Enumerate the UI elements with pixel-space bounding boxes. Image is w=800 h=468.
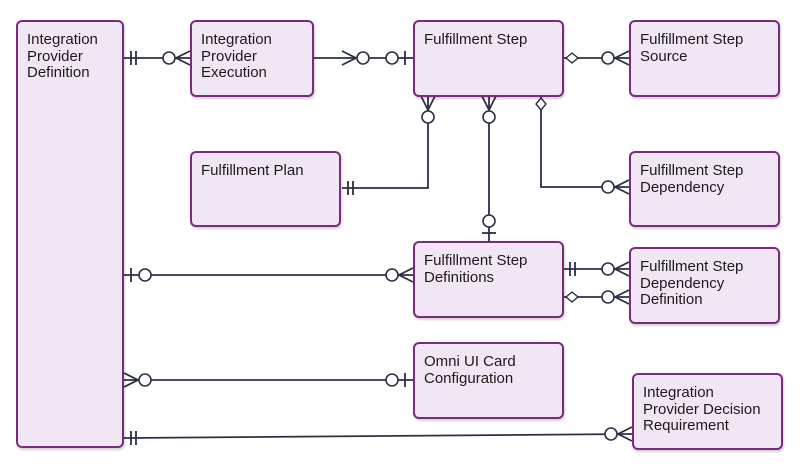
entity-label: Integration Provider Execution [201,31,272,81]
rel-fs-fsdefs [481,95,497,241]
rel-fs-fsdep [535,96,630,195]
entity-fulfillment-plan[interactable]: Fulfillment Plan [190,151,341,227]
entity-fulfillment-step-definitions[interactable]: Fulfillment Step Definitions [413,241,564,318]
entity-label: Fulfillment Step Source [640,31,744,65]
entity-fulfillment-step-source[interactable]: Fulfillment Step Source [629,20,780,97]
entity-omni-ui-card-configuration[interactable]: Omni UI Card Configuration [413,342,564,419]
entity-fulfillment-step-dependency[interactable]: Fulfillment Step Dependency [629,151,780,227]
entity-label: Fulfillment Step Dependency [640,162,744,196]
entity-label: Fulfillment Step Definitions [424,252,528,286]
entity-fulfillment-step-dependency-definition[interactable]: Fulfillment Step Dependency Definition [629,247,780,324]
entity-label: Integration Provider Decision Requiremen… [643,384,761,434]
rel-ipd-fsdefs [124,267,414,283]
rel-ipd-ipe [124,50,191,66]
entity-label: Integration Provider Definition [27,31,98,81]
rel-ipd-ipdr [123,426,633,445]
entity-label: Fulfillment Plan [201,162,304,179]
entity-integration-provider-decision-requirement[interactable]: Integration Provider Decision Requiremen… [632,373,783,450]
rel-fs-fp [342,95,436,195]
rel-fsdefs-fsdd-b [564,289,630,305]
rel-ipd-ouc [123,372,413,388]
entity-fulfillment-step[interactable]: Fulfillment Step [413,20,564,97]
rel-fsdefs-fsdd-a [564,261,630,277]
entity-integration-provider-definition[interactable]: Integration Provider Definition [16,20,124,448]
entity-integration-provider-execution[interactable]: Integration Provider Execution [190,20,314,97]
entity-label: Fulfillment Step [424,31,528,48]
entity-label: Fulfillment Step Dependency Definition [640,258,744,308]
entity-label: Omni UI Card Configuration [424,353,516,387]
rel-ipe-fs [314,50,413,66]
rel-fs-fss [564,50,630,66]
